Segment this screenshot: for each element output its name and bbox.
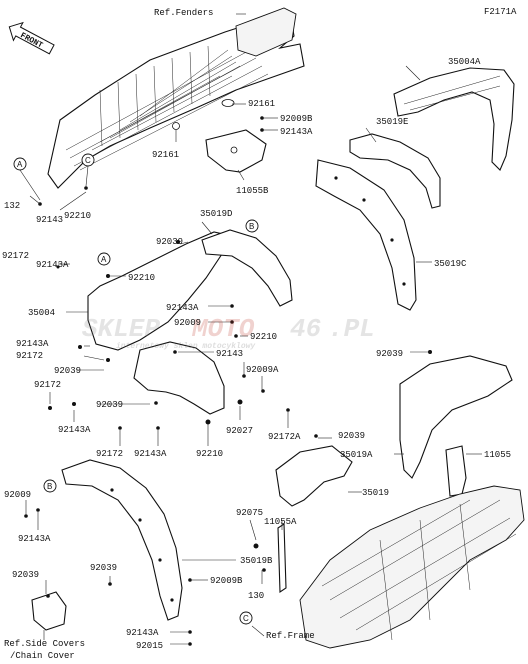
ref-fenders-label: Ref.Fenders (154, 8, 213, 18)
svg-text:46: 46 (290, 314, 321, 344)
part-number: 92172 (34, 380, 61, 390)
part-number: 92009B (280, 114, 313, 124)
part-number: 92039 (338, 431, 365, 441)
stay-11055A (277, 522, 287, 594)
mudguard-35019B (61, 459, 183, 621)
svg-text:B: B (47, 482, 52, 491)
marker-a-mid: A (97, 252, 111, 266)
part-number: 92143A (58, 425, 91, 435)
mudguard-35019C (315, 159, 417, 311)
part-number: 92210 (196, 449, 223, 459)
part-number: 92009 (4, 490, 31, 500)
part-number: 92143A (16, 339, 49, 349)
bracket-11055B (205, 129, 267, 173)
svg-text:MOTO: MOTO (191, 314, 255, 344)
watermark: SKLEP MOTO 46 .PL internetowy sklep moto… (82, 314, 375, 351)
marker-a-top: A (13, 157, 27, 171)
svg-text:A: A (17, 160, 23, 169)
svg-text:C: C (243, 614, 249, 623)
svg-text:A: A (101, 255, 107, 264)
part-number: 92143 (36, 215, 63, 225)
marker-b-mid: B (245, 219, 259, 233)
svg-text:C: C (85, 156, 91, 165)
part-number: 92143A (36, 260, 69, 270)
part-number: 92210 (250, 332, 277, 342)
part-number: 92210 (128, 273, 155, 283)
grommet-92161-left (172, 122, 180, 130)
part-number: 11055 (484, 450, 511, 460)
part-number: 35019B (240, 556, 273, 566)
rear-fender-35004A (393, 67, 515, 171)
part-number: 35019C (434, 259, 467, 269)
front-arrow-icon: FRONT (8, 21, 55, 55)
part-number: 92143A (134, 449, 167, 459)
grommet-92161-top (221, 99, 235, 107)
ref-chain-cover-label: /Chain Cover (10, 651, 75, 661)
part-number: 92009 (174, 318, 201, 328)
part-number: 35004 (28, 308, 55, 318)
part-number: 92039 (12, 570, 39, 580)
part-number: 92039 (376, 349, 403, 359)
front-fender-35004 (87, 231, 233, 351)
part-number: 35019A (340, 450, 373, 460)
svg-text:.PL: .PL (328, 314, 375, 344)
bracket-11055 (445, 445, 467, 497)
part-number-labels: 35004A 92161 92009B 35019E 92143A 92161 … (2, 57, 511, 651)
svg-text:SKLEP: SKLEP (82, 314, 160, 344)
part-number: 92143A (280, 127, 313, 137)
part-number: 130 (248, 591, 264, 601)
part-number: 92027 (226, 426, 253, 436)
mudguard-35019E (349, 133, 441, 209)
part-number: 35004A (448, 57, 481, 67)
part-number: 35019D (200, 209, 232, 219)
part-number: 92039 (96, 400, 123, 410)
part-number: 92161 (248, 99, 275, 109)
marker-c-top: C (81, 153, 95, 167)
part-number: 35019 (362, 488, 389, 498)
part-number: 92210 (64, 211, 91, 221)
part-number: 92172 (96, 449, 123, 459)
part-number: 92009A (246, 365, 279, 375)
part-number: 132 (4, 201, 20, 211)
part-number: 92172 (16, 351, 43, 361)
part-number: 92075 (236, 508, 263, 518)
mudguard-35019 (275, 445, 353, 507)
marker-c-low: C (239, 611, 253, 625)
marker-b-low: B (43, 479, 57, 493)
inner-guard-left (133, 341, 225, 415)
part-number: 92143A (166, 303, 199, 313)
frame-assembly (299, 485, 525, 649)
part-number: 92039 (54, 366, 81, 376)
figure-code: F2171A (484, 7, 517, 17)
part-number: 11055A (264, 517, 297, 527)
part-number: 92039 (90, 563, 117, 573)
ref-frame-label: Ref.Frame (266, 631, 315, 641)
part-number: 92172A (268, 432, 301, 442)
part-number: 92143A (126, 628, 159, 638)
leader-lines (19, 65, 482, 645)
part-number: 92161 (152, 150, 179, 160)
part-number: 11055B (236, 186, 269, 196)
part-number: 92039 (156, 237, 183, 247)
side-cover-bracket (31, 591, 67, 631)
fastener-dots (24, 116, 432, 646)
mudguard-35019D (201, 229, 293, 307)
part-number: 92143 (216, 349, 243, 359)
ref-side-covers-label: Ref.Side Covers (4, 639, 85, 649)
part-number: 92015 (136, 641, 163, 651)
part-number: 92009B (210, 576, 243, 586)
part-number: 92172 (2, 251, 29, 261)
svg-text:B: B (249, 222, 254, 231)
svg-text:internetowy sklep motocyklowy: internetowy sklep motocyklowy (116, 342, 256, 351)
part-number: 35019E (376, 117, 408, 127)
part-number: 92143A (18, 534, 51, 544)
mudguard-35019A (399, 355, 513, 479)
